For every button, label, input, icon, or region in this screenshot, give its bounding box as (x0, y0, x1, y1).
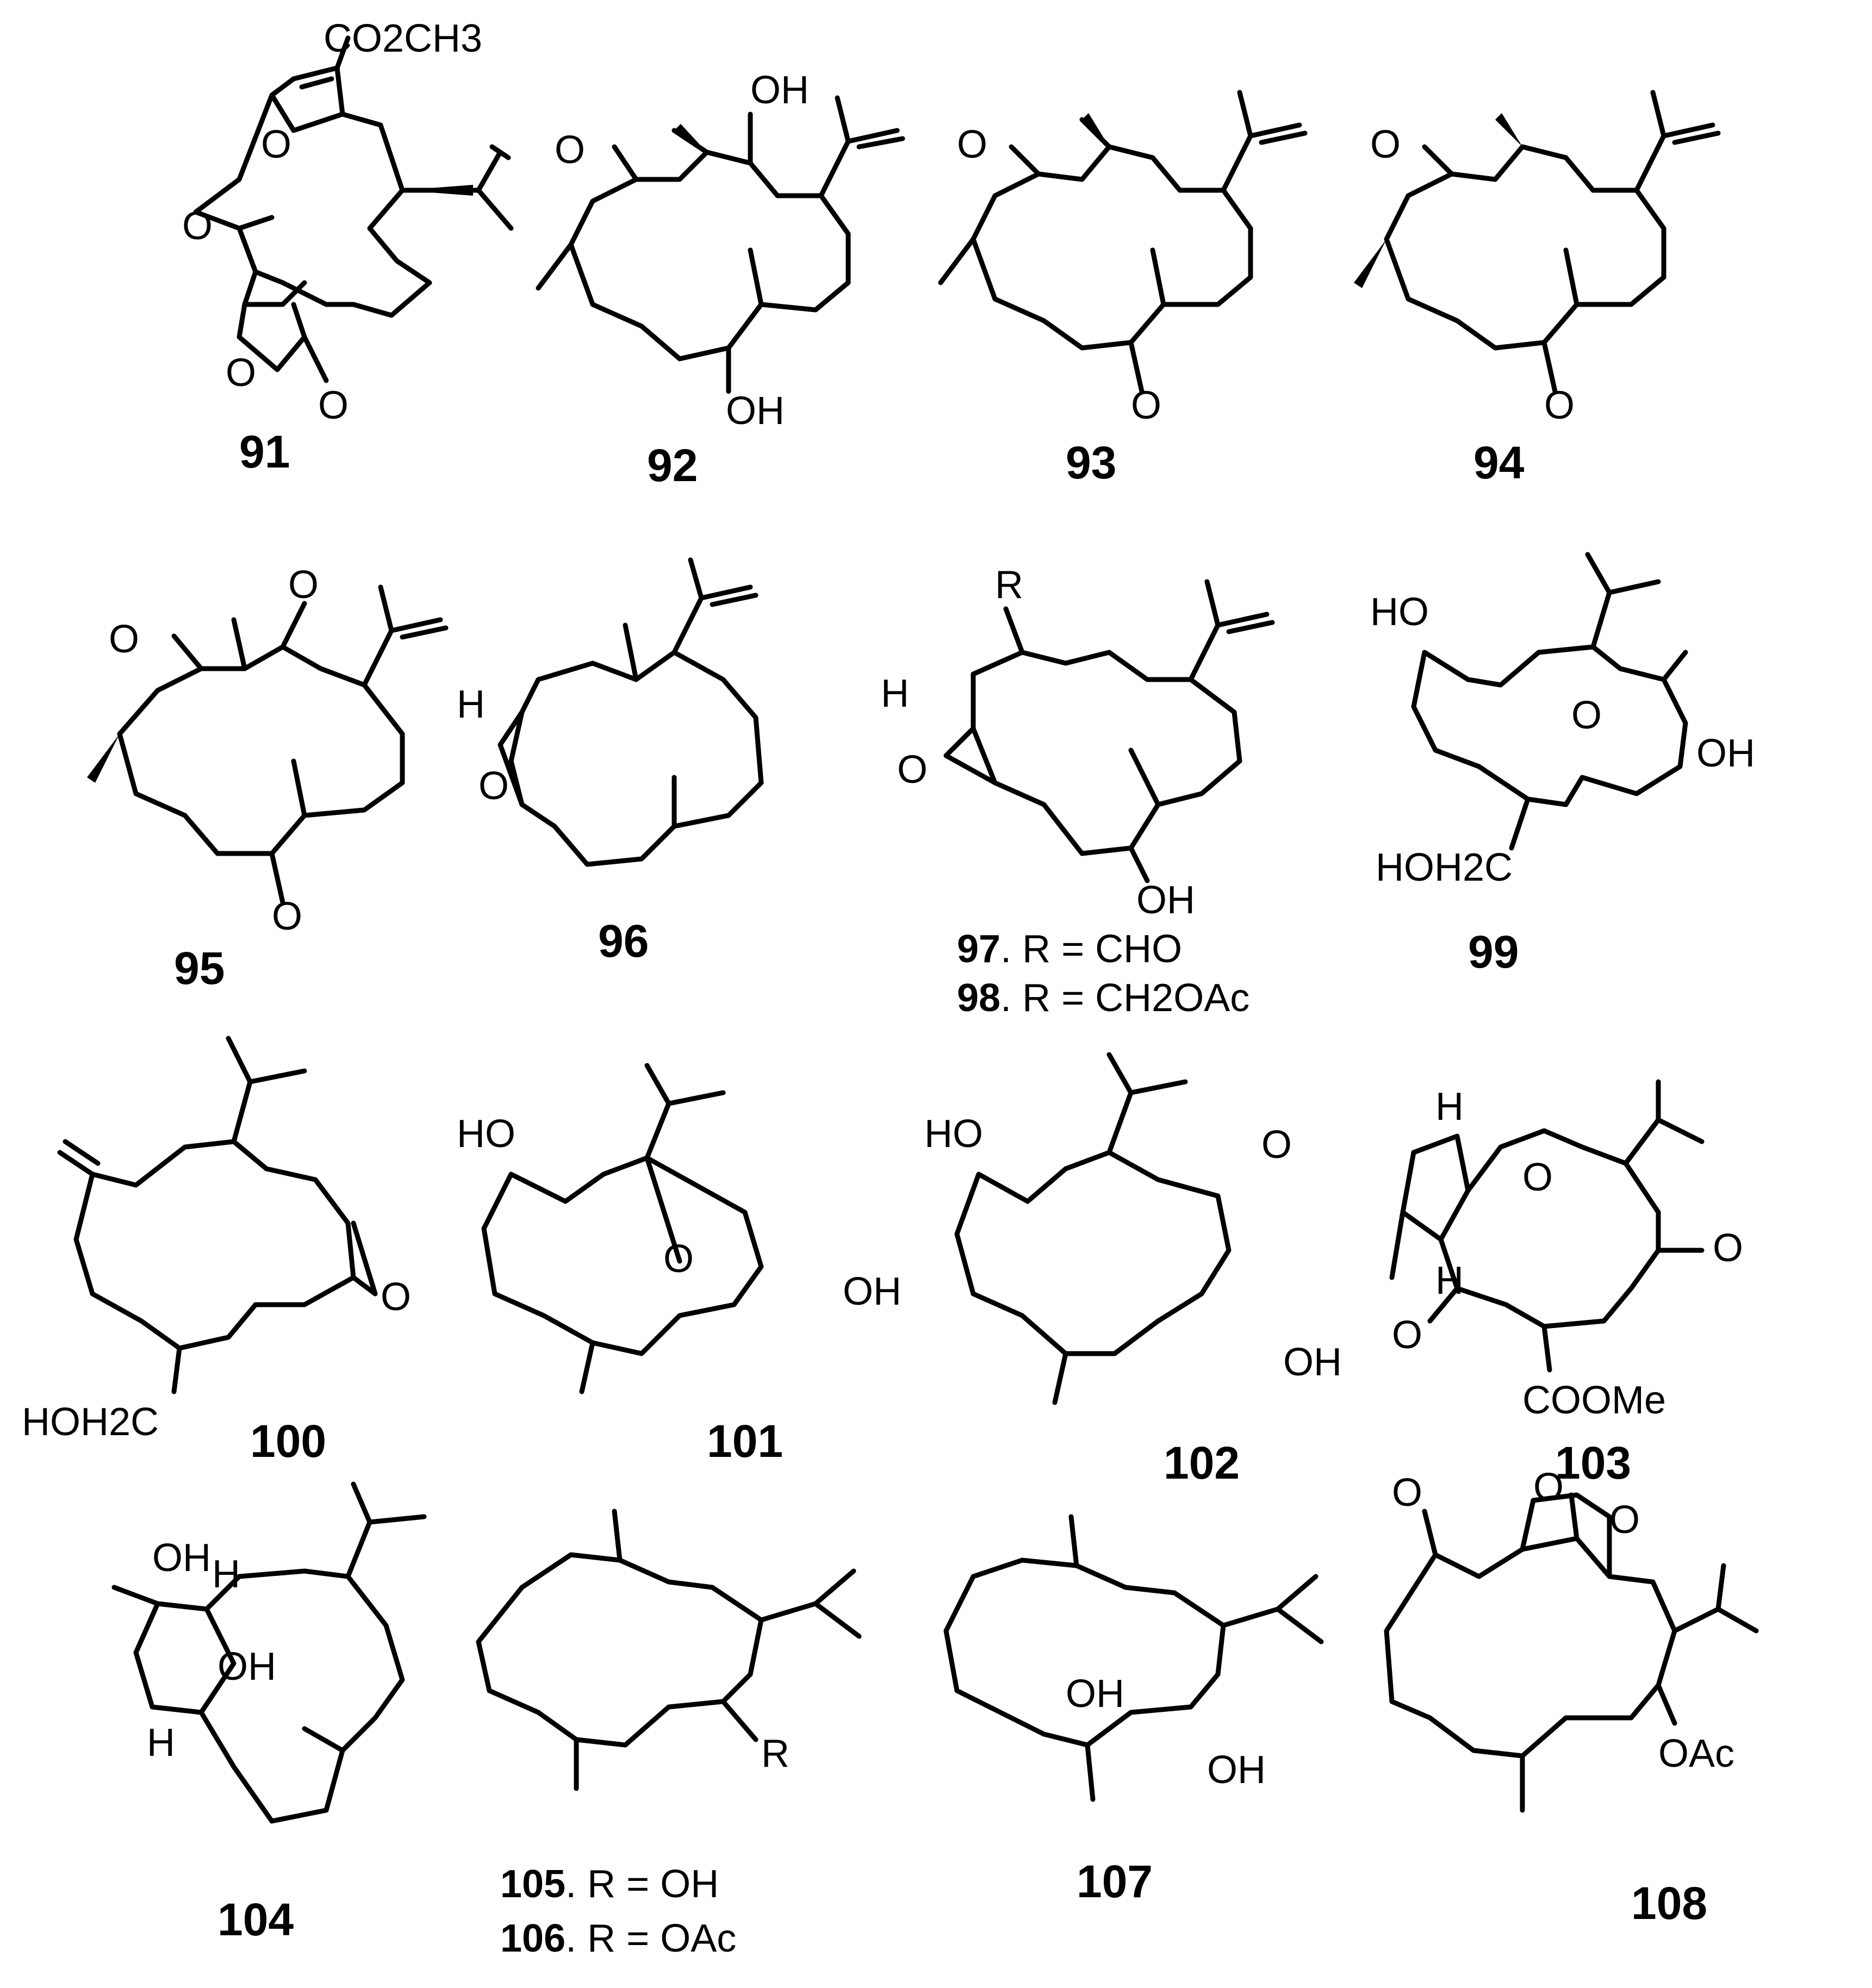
compound-91: CO2CH3 O O O O 91 (182, 17, 514, 477)
hydroxyl-left: HO (1370, 590, 1429, 634)
compound-number-104: 104 (217, 1894, 294, 1945)
bridge-oxygen: O (663, 1237, 694, 1281)
compound-number-93: 93 (1066, 437, 1116, 488)
hydroxymethyl-label: HOH2C (22, 1400, 159, 1444)
ketone-oxygen-3: O (272, 895, 302, 938)
hydroxyl-left: HO (457, 1112, 515, 1156)
ester-label: COOMe (1522, 1379, 1666, 1422)
svg-text:98. R = CH2OAc: 98. R = CH2OAc (957, 976, 1249, 1020)
compound-number-98: 98 (957, 976, 1000, 1020)
ketone-oxygen-right: O (1713, 1226, 1743, 1270)
hydrogen-label: H (881, 672, 909, 715)
epoxide-oxygen: O (478, 764, 509, 808)
compound-102: HO O OH 102 (924, 1052, 1342, 1488)
bridge-oxygen: O (1571, 694, 1602, 737)
r-definition-106: R = OAc (587, 1917, 736, 1960)
ketone-oxygen-1: O (109, 618, 139, 661)
compound-number-94: 94 (1473, 437, 1525, 488)
acetoxy-label: OAc (1658, 1732, 1734, 1775)
hydrogen-label: H (457, 683, 485, 726)
hydroxyl-right: OH (1696, 732, 1755, 775)
r-definition-105: R = OH (587, 1862, 719, 1906)
ester-label: CO2CH3 (324, 17, 482, 60)
hydrogen-bottom: H (1435, 1259, 1464, 1303)
compound-number-91: 91 (239, 426, 290, 477)
r-definition-97: R = CHO (1022, 927, 1182, 971)
hydroxymethyl-label: HOH2C (1376, 846, 1513, 889)
ketone-oxygen-bottom: O (1544, 384, 1575, 427)
compound-105-106: R 105. R = OH 106. R = OAc (476, 1509, 862, 1960)
lactone-carbonyl-oxygen: O (1533, 1466, 1564, 1509)
compound-number-92: 92 (647, 440, 698, 491)
compound-number-105: 105 (500, 1862, 565, 1906)
ketone-oxygen: O (1392, 1471, 1422, 1515)
r-group-label: R (761, 1732, 789, 1775)
hydroxyl-right: OH (1283, 1341, 1342, 1384)
hydrogen-top: H (1435, 1085, 1464, 1129)
hydroxyl-left: HO (924, 1112, 983, 1156)
compound-97-98: R H O OH 97. R = CHO 98. R = CH2OAc (881, 563, 1275, 1020)
hydrogen-top: H (212, 1553, 240, 1596)
epoxide-oxygen: O (182, 204, 213, 248)
lactone-ring-oxygen: O (1609, 1498, 1640, 1542)
compound-107: OH OH 107 (943, 1514, 1324, 1907)
hydroxyl-top: OH (750, 68, 809, 112)
compound-92: O OH OH 92 (536, 68, 905, 491)
hydrogen-bottom: H (147, 1721, 175, 1765)
compound-number-107: 107 (1077, 1856, 1153, 1907)
compound-95: O O O 95 (87, 563, 449, 994)
compound-94: O O 94 (1354, 90, 1721, 488)
epoxide-oxygen: O (897, 748, 928, 792)
compound-number-108: 108 (1631, 1878, 1707, 1929)
ketone-oxygen-2: O (288, 563, 319, 607)
svg-text:105. R = OH: 105. R = OH (500, 1862, 719, 1906)
lactone-oxygen: O (226, 351, 256, 395)
compound-103: H H O O O COOMe 103 (1389, 1079, 1743, 1488)
furan-oxygen: O (261, 123, 291, 166)
svg-text:106. R = OAc: 106. R = OAc (500, 1917, 736, 1960)
compound-number-101: 101 (707, 1416, 783, 1467)
compound-number-102: 102 (1164, 1437, 1240, 1488)
compound-96: H O 96 (457, 557, 764, 967)
hydroxyl-middle: OH (1066, 1672, 1124, 1716)
ketone-oxygen-top: O (1370, 123, 1401, 166)
ketone-oxygen-left: O (1392, 1313, 1422, 1357)
hydroxyl-right: OH (843, 1270, 901, 1313)
hydroxyl-top: OH (152, 1536, 211, 1580)
hydroxyl-right: OH (1207, 1748, 1266, 1792)
compound-number-100: 100 (250, 1416, 326, 1467)
compound-number-106: 106 (500, 1917, 565, 1960)
svg-text:97. R = CHO: 97. R = CHO (957, 927, 1182, 971)
ketone-oxygen-bottom: O (1131, 384, 1161, 427)
compound-101: HO O OH 101 (457, 1063, 901, 1467)
ketone-oxygen: O (555, 128, 585, 172)
hydroxyl-bottom: OH (726, 389, 785, 433)
compound-100: O HOH2C 100 (22, 1036, 411, 1467)
compound-number-95: 95 (174, 943, 225, 994)
compound-number-103: 103 (1555, 1437, 1631, 1488)
r-definition-98: R = CH2OAc (1022, 976, 1249, 1020)
bridge-oxygen: O (1522, 1156, 1553, 1199)
compound-99: HO O OH HOH2C 99 (1370, 552, 1755, 977)
r-group-label: R (995, 563, 1023, 607)
compound-108: O O O OAc 108 (1384, 1466, 1759, 1929)
epoxide-oxygen: O (381, 1275, 411, 1319)
compound-number-99: 99 (1468, 926, 1519, 977)
ketone-oxygen-top: O (957, 123, 987, 166)
compound-93: O O 93 (938, 90, 1308, 488)
compound-number-97: 97 (957, 927, 1000, 971)
compound-number-96: 96 (598, 915, 649, 967)
hydroxyl-label: OH (1136, 878, 1195, 922)
epoxide-oxygen: O (1261, 1123, 1292, 1167)
carbonyl-oxygen: O (318, 384, 349, 427)
hydroxyl-middle: OH (217, 1645, 276, 1688)
compound-104: OH H OH H 104 (111, 1481, 427, 1945)
